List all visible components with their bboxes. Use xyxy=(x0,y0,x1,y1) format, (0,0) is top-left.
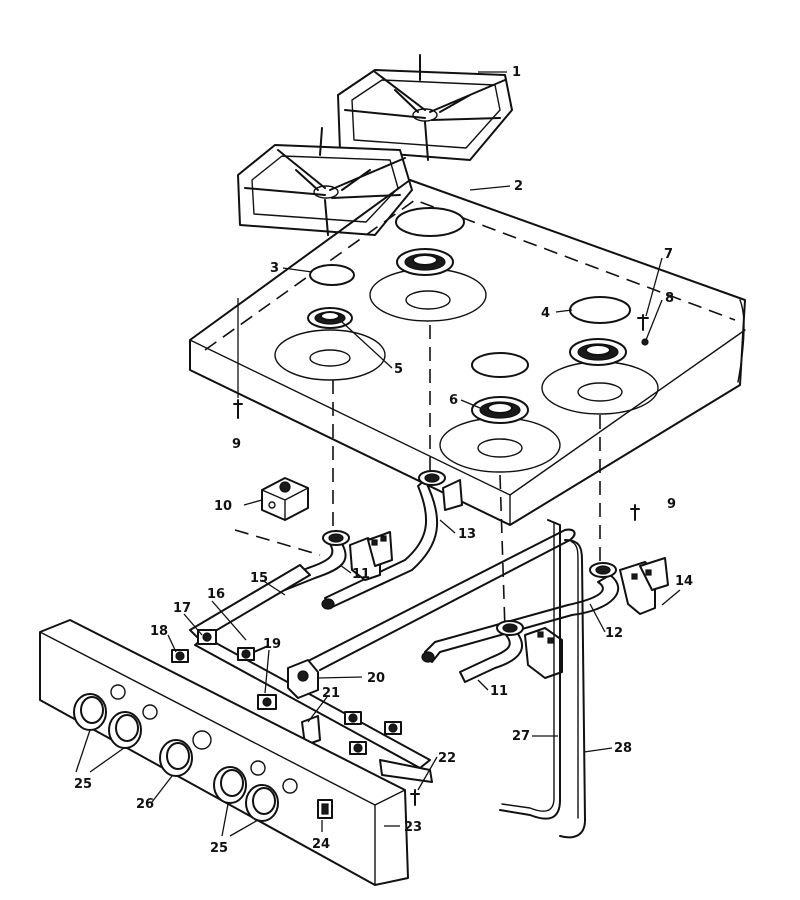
callout-5: 5 xyxy=(394,362,403,377)
callout-2: 2 xyxy=(514,179,523,194)
callout-26: 26 xyxy=(136,797,154,812)
alignment-lines xyxy=(234,325,601,631)
clip-9-right xyxy=(630,504,640,521)
screw-22 xyxy=(410,789,420,806)
callout-8: 8 xyxy=(665,291,674,306)
screw-8 xyxy=(641,338,649,346)
callout-28: 28 xyxy=(614,741,632,756)
burner-base-rear-left xyxy=(369,248,487,322)
valve-right-2 xyxy=(384,721,402,735)
burner-grate-right xyxy=(337,54,513,161)
callout-27: 27 xyxy=(512,729,530,744)
callout-16: 16 xyxy=(207,587,225,602)
callout-3: 3 xyxy=(270,261,279,276)
callout-17: 17 xyxy=(173,601,191,616)
callout-22: 22 xyxy=(438,751,456,766)
callout-7: 7 xyxy=(664,247,673,262)
callout-18: 18 xyxy=(150,624,168,639)
burner-base-rear-right xyxy=(541,338,659,415)
burner-cap-small-left xyxy=(309,264,355,286)
callout-1: 1 xyxy=(512,65,521,80)
callout-9-right: 9 xyxy=(667,497,676,512)
control-knob-26 xyxy=(159,739,193,777)
callout-11-rear: 11 xyxy=(352,567,370,582)
manifold-pipe xyxy=(309,528,576,671)
callout-14: 14 xyxy=(675,574,693,589)
tube-28 xyxy=(559,539,586,839)
callout-13: 13 xyxy=(458,527,476,542)
callout-4: 4 xyxy=(541,306,550,321)
burner-tube-12 xyxy=(421,562,620,663)
valve-19 xyxy=(257,694,277,710)
burner-cap-right-rear xyxy=(569,296,631,324)
callout-25-right: 25 xyxy=(210,841,228,856)
burner-tube-13 xyxy=(321,470,463,610)
switch-24 xyxy=(317,799,333,819)
valve-20 xyxy=(287,659,319,699)
callout-15: 15 xyxy=(250,571,268,586)
callout-23: 23 xyxy=(404,820,422,835)
callout-9-left: 9 xyxy=(232,437,241,452)
tube-27 xyxy=(499,519,561,820)
valve-right-3 xyxy=(349,741,367,755)
burner-cap-front xyxy=(471,352,529,378)
bracket-14 xyxy=(619,557,669,615)
callout-labels: 1 2 3 4 5 6 7 8 9 9 10 11 11 12 13 14 15… xyxy=(74,65,693,856)
callout-6: 6 xyxy=(449,393,458,408)
burner-base-front-right xyxy=(439,396,561,473)
callout-12: 12 xyxy=(605,626,623,641)
valve-18 xyxy=(171,649,189,663)
control-panel xyxy=(39,619,409,886)
clip-9-left xyxy=(233,399,243,419)
screw-7 xyxy=(637,314,649,331)
leader-lines xyxy=(75,71,681,837)
burner-cap-large-rear xyxy=(395,207,465,237)
cooktop-main-top xyxy=(189,179,746,526)
control-knob-25-2 xyxy=(108,711,142,749)
manifold-assembly xyxy=(171,564,433,806)
gas-valve-10 xyxy=(261,477,309,521)
control-knob-25-1 xyxy=(73,693,107,731)
callout-10: 10 xyxy=(214,499,232,514)
callout-20: 20 xyxy=(367,671,385,686)
valve-right-1 xyxy=(344,711,362,725)
callout-11-front: 11 xyxy=(490,684,508,699)
callout-21: 21 xyxy=(322,686,340,701)
valve-17 xyxy=(197,629,217,645)
burner-base-front-left xyxy=(274,307,386,381)
burner-tube-11-front xyxy=(459,620,563,683)
control-knob-25-3 xyxy=(213,766,247,804)
valve-16 xyxy=(237,645,269,661)
control-knob-25-4 xyxy=(245,784,279,822)
callout-25-left: 25 xyxy=(74,777,92,792)
callout-24: 24 xyxy=(312,837,330,852)
callout-19: 19 xyxy=(263,637,281,652)
